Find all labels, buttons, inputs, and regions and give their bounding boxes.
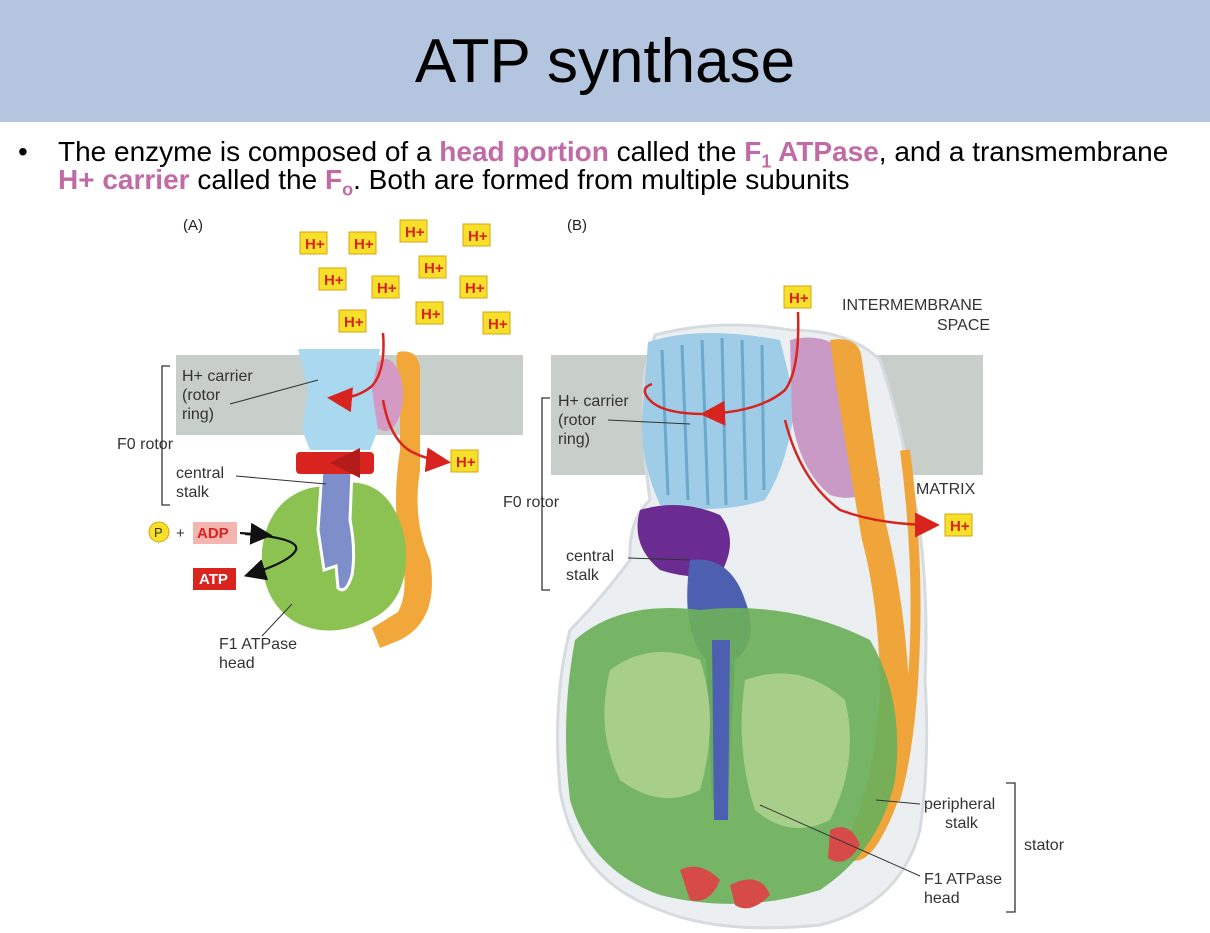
proton-b-in: H+ <box>783 285 812 309</box>
proton-a-5: H+ <box>418 255 447 279</box>
title-bar: ATP synthase <box>0 0 1210 122</box>
stalk-label-a-2: stalk <box>176 484 210 501</box>
svg-text:H+: H+ <box>488 316 508 333</box>
svg-text:H+: H+ <box>456 454 476 471</box>
stalk-label-b-1: central <box>566 548 614 565</box>
stator-label: stator <box>1024 837 1065 854</box>
svg-text:+: + <box>176 525 185 542</box>
slide-title: ATP synthase <box>414 26 796 96</box>
central-stalk-inner-b <box>712 640 730 820</box>
carrier-label-a-3: ring) <box>182 406 214 423</box>
fo-bracket-a <box>161 365 170 506</box>
proton-a-3: H+ <box>399 219 428 243</box>
svg-text:H+: H+ <box>324 272 344 289</box>
proton-a-8: H+ <box>459 275 488 299</box>
stalk-label-b-2: stalk <box>566 567 600 584</box>
bullet-dot: • <box>18 136 28 167</box>
head-leader-a <box>261 603 293 637</box>
svg-text:H+: H+ <box>424 260 444 277</box>
svg-text:H+: H+ <box>344 314 364 331</box>
intermembrane-label-1: INTERMEMBRANE <box>842 297 982 314</box>
highlight-head-portion: head portion <box>439 136 609 167</box>
svg-text:ADP: ADP <box>197 525 229 542</box>
head-label-b-2: head <box>924 890 960 907</box>
proton-a-exit: H+ <box>450 449 479 473</box>
bullet-text: The enzyme is composed of a head portion… <box>58 136 1169 200</box>
pink-subunit-a <box>367 359 403 431</box>
proton-a-10: H+ <box>415 301 444 325</box>
bullet-point: • The enzyme is composed of a head porti… <box>18 136 1203 200</box>
highlight-h-carrier: H+ carrier <box>58 164 190 195</box>
stalk-leader-a <box>235 475 327 485</box>
proton-a-9: H+ <box>338 309 367 333</box>
proton-path-a <box>327 332 385 413</box>
proton-a-4: H+ <box>462 223 491 247</box>
carrier-leader-b <box>607 419 691 425</box>
proton-loop-b <box>643 382 706 416</box>
proton-a-1: H+ <box>299 231 328 255</box>
head-leader-b <box>759 804 921 877</box>
panel-b-label: (B) <box>567 217 587 234</box>
proton-a-7: H+ <box>371 275 400 299</box>
svg-text:H+: H+ <box>468 228 488 245</box>
fo-rotor-label-a: F0 rotor <box>117 436 174 453</box>
proton-path-b <box>700 311 800 426</box>
proton-a-6: H+ <box>318 267 347 291</box>
head-label-b-1: F1 ATPase <box>924 871 1002 888</box>
peripheral-leader <box>875 799 921 805</box>
fo-rotor-label-b: F0 rotor <box>503 494 560 511</box>
svg-text:H+: H+ <box>789 290 809 307</box>
matrix-label: MATRIX <box>916 481 976 498</box>
svg-text:H+: H+ <box>377 280 397 297</box>
proton-a-11: H+ <box>482 311 511 335</box>
protons-b: H+ H+ <box>783 285 973 537</box>
fo-bracket-b <box>541 397 550 591</box>
carrier-leader-a <box>229 379 319 405</box>
atp-box <box>193 568 236 590</box>
proton-exit-a <box>381 399 451 473</box>
adp-box <box>193 522 237 544</box>
peripheral-label-1: peripheral <box>924 796 995 813</box>
proton-exit-b <box>783 419 940 538</box>
stator-helix-b <box>890 449 921 802</box>
carrier-label-b-3: ring) <box>558 431 590 448</box>
highlight-f1-atpase: F1 ATPase <box>744 136 879 172</box>
adp-in-arrow <box>239 522 273 545</box>
head-label-a-1: F1 ATPase <box>219 636 297 653</box>
proton-a-2: H+ <box>348 231 377 255</box>
f1-head-light2-b <box>741 673 850 828</box>
stalk-label-a-1: central <box>176 465 224 482</box>
proton-b-out: H+ <box>944 513 973 537</box>
carrier-label-b-1: H+ carrier <box>558 393 629 410</box>
svg-text:H+: H+ <box>305 236 325 253</box>
f1-head-light-b <box>604 652 710 798</box>
svg-text:H+: H+ <box>950 518 970 535</box>
svg-text:H+: H+ <box>465 280 485 297</box>
svg-text:H+: H+ <box>405 224 425 241</box>
peripheral-stalk-a <box>372 351 432 648</box>
rotation-arrow-a <box>330 448 360 478</box>
svg-text:H+: H+ <box>421 306 441 323</box>
intermembrane-label-2: SPACE <box>937 317 990 334</box>
head-label-a-2: head <box>219 655 255 672</box>
svg-text:H+: H+ <box>354 236 374 253</box>
proton-cluster-a: H+ H+ H+ H+ H+ H+ H+ H+ H+ H+ H+ H+ <box>299 219 511 473</box>
peripheral-label-2: stalk <box>945 815 979 832</box>
red-subunits-b <box>680 827 860 909</box>
svg-text:P: P <box>154 525 163 540</box>
panel-a-label: (A) <box>183 217 203 234</box>
highlight-fo: Fo <box>324 164 354 200</box>
phosphate-icon <box>148 521 170 543</box>
stalk-leader-b <box>627 557 691 561</box>
rotor-ring-a <box>298 349 380 450</box>
stator-bracket <box>1006 782 1016 913</box>
carrier-label-b-2: (rotor <box>558 412 597 429</box>
svg-text:ATP: ATP <box>199 571 228 588</box>
carrier-label-a-1: H+ carrier <box>182 368 253 385</box>
carrier-label-a-2: (rotor <box>182 387 221 404</box>
central-stalk-a <box>316 468 356 592</box>
